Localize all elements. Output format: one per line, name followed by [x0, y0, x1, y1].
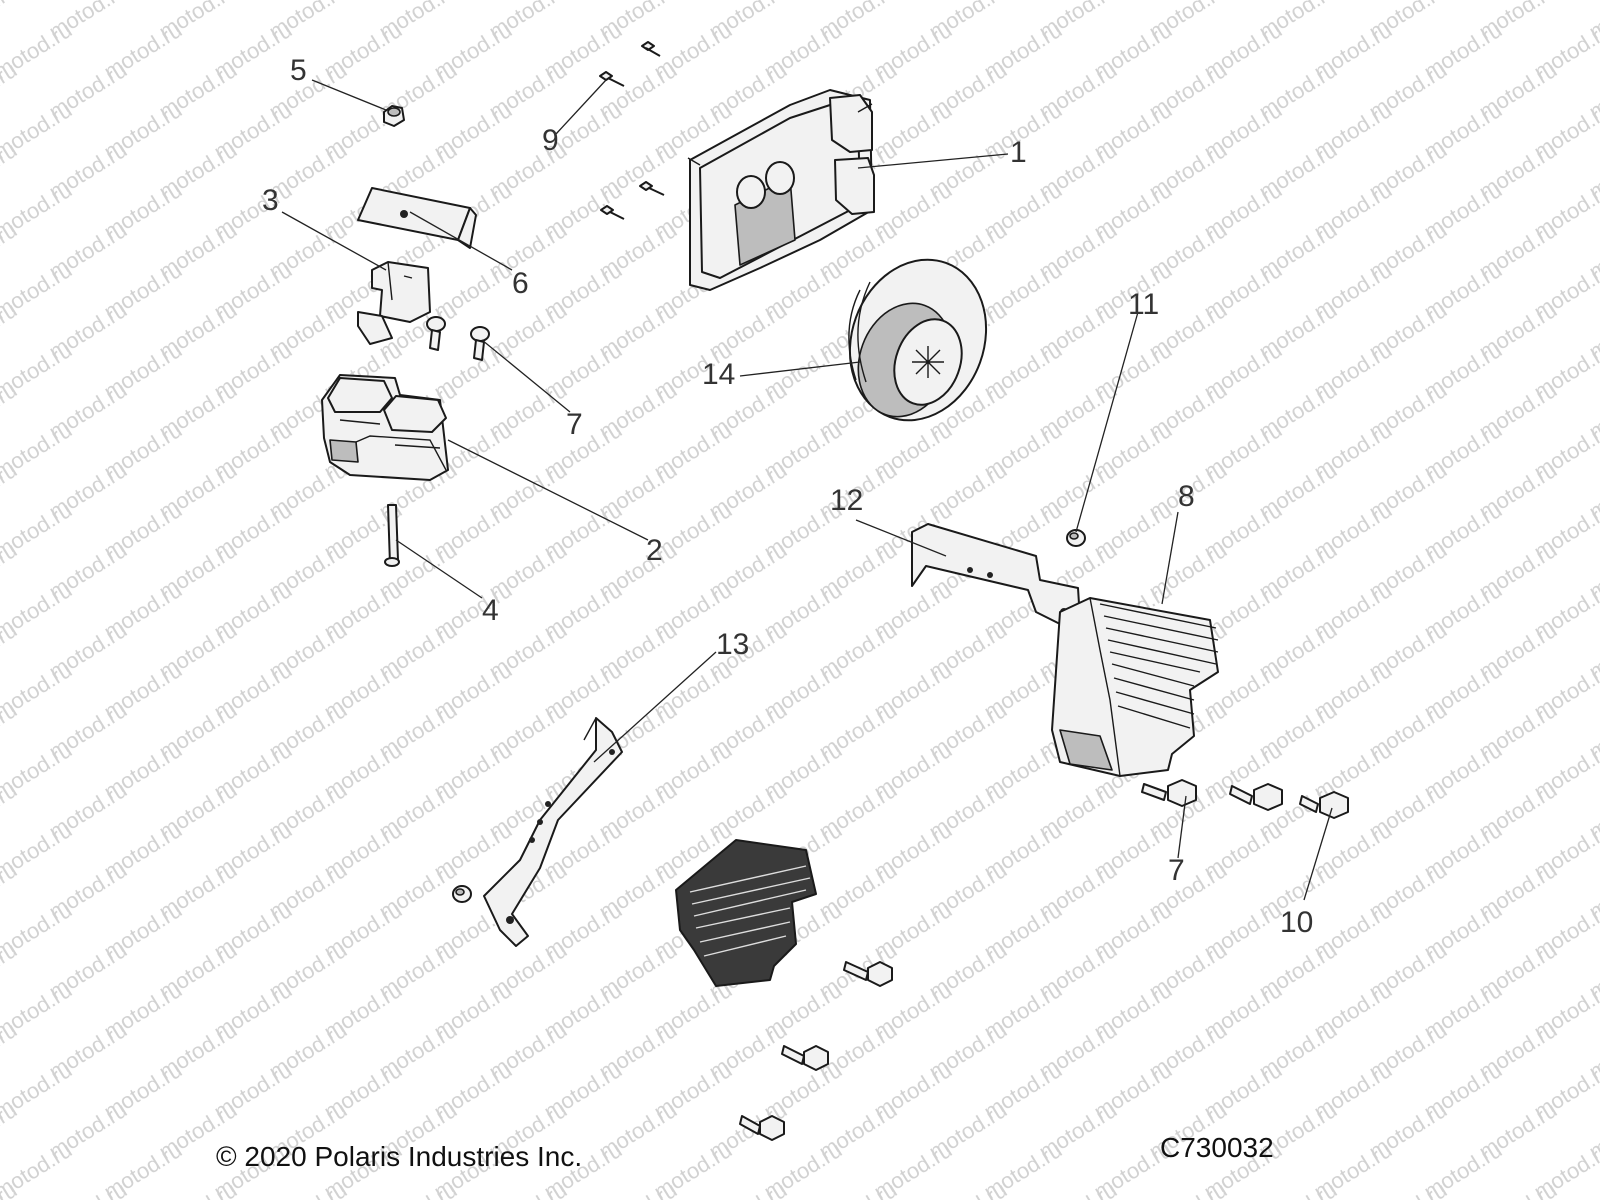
callout-8: 8: [1178, 480, 1195, 513]
part-bracket-3: [357, 261, 431, 345]
copyright-notice: © 2020 Polaris Industries Inc.: [216, 1141, 583, 1172]
watermark-text: motod.ru: [154, 1177, 241, 1200]
watermark-text: motod.ru: [1584, 1177, 1600, 1200]
part-bolt-4: [384, 504, 400, 567]
part-horn: [848, 258, 988, 422]
part-ignition-coil: [321, 374, 449, 481]
part-regulator-8: [1051, 597, 1219, 777]
part-ecu-screws: [599, 41, 665, 220]
callout-7-lower: 7: [1168, 854, 1185, 887]
callout-6: 6: [512, 267, 529, 300]
callout-9: 9: [542, 124, 559, 157]
callout-4: 4: [482, 594, 499, 627]
callout-5: 5: [290, 54, 307, 87]
watermark-text: motod.ru: [374, 1177, 461, 1200]
watermark-text: motod.ru: [44, 1177, 131, 1200]
callout-labels: 1 2 3 4 5 6 7 7 8 9 10 11 12 13 14: [262, 54, 1313, 939]
watermark-text: motod.ru: [924, 1177, 1011, 1200]
leader-lines: [281, 79, 1333, 901]
drawing-number: C730032: [1160, 1132, 1274, 1163]
part-nut-13: [452, 885, 472, 903]
callout-7-upper: 7: [566, 408, 583, 441]
callout-1: 1: [1010, 136, 1027, 169]
callout-11: 11: [1128, 288, 1159, 321]
watermark-text: motod.ru: [1034, 1177, 1121, 1200]
watermark-text: motod.ru: [264, 1177, 351, 1200]
part-screws-7-upper: [426, 316, 490, 361]
watermark-text: motod.ru: [1364, 1177, 1451, 1200]
watermark-text: motod.ru: [1144, 1177, 1231, 1200]
part-bolts-lower: [739, 961, 893, 1141]
callout-3: 3: [262, 184, 279, 217]
watermark-text: motod.ru: [1254, 1177, 1341, 1200]
watermark-text: motod.ru: [0, 0, 21, 44]
part-nut-11: [1066, 529, 1086, 547]
callout-12: 12: [830, 484, 863, 517]
part-ecu-module: [687, 89, 875, 291]
watermark-text: motod.ru: [484, 1177, 571, 1200]
callout-14: 14: [702, 358, 735, 391]
part-regulator-lower: [675, 839, 817, 987]
watermark-text: motod.ru: [814, 1177, 901, 1200]
part-bolts-regulator: [1141, 779, 1349, 819]
callout-2: 2: [646, 534, 663, 567]
part-nut-5: [383, 105, 405, 127]
watermark-text: motod.ru: [704, 1177, 791, 1200]
watermark-text: motod.ru: [594, 1177, 681, 1200]
watermark-text: motod.ru: [1474, 1177, 1561, 1200]
callout-10: 10: [1280, 906, 1313, 939]
part-bracket-13: [483, 717, 623, 947]
callout-13: 13: [716, 628, 749, 661]
